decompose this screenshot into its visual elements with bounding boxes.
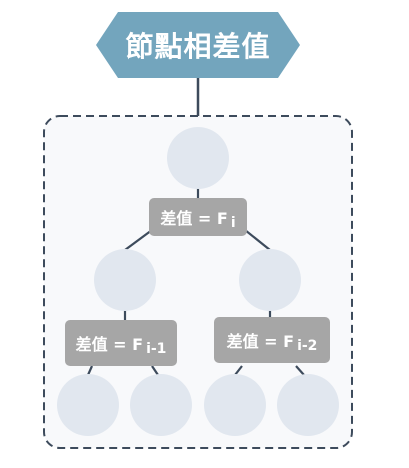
edge-root-left (124, 229, 153, 251)
diff-label-left-text: 差值 = F (75, 335, 144, 354)
edge-left-leaf2 (151, 365, 159, 376)
edge-right-leaf1 (234, 365, 243, 376)
tree-node-left (94, 249, 156, 311)
tree-node-leaf-1 (57, 374, 119, 436)
diff-label-root-subscript: i (230, 215, 236, 231)
diff-label-left: 差值 = F i-1 (65, 320, 177, 366)
diff-label-left-subscript: i-1 (146, 341, 167, 357)
label-box-right (214, 317, 330, 363)
label-box-left (65, 320, 177, 366)
tree-node-right (239, 249, 301, 311)
diff-label-right-text: 差值 = F (226, 332, 295, 351)
tree-node-leaf-2 (130, 374, 192, 436)
diff-label-right-subscript: i-2 (297, 338, 318, 354)
edge-left-leaf1 (86, 365, 94, 376)
tree-node-leaf-3 (204, 374, 266, 436)
label-box-root (149, 198, 247, 236)
edge-right-leaf2 (295, 365, 305, 376)
title-hexagon (96, 12, 300, 78)
page-title: 節點相差值 (125, 30, 271, 63)
diff-label-root-text: 差值 = F (160, 209, 228, 228)
diff-label-root: 差值 = F i (149, 198, 247, 236)
diff-label-right: 差值 = F i-2 (214, 317, 330, 363)
tree-node-leaf-4 (277, 374, 339, 436)
edge-root-right (244, 229, 271, 251)
tree-node-root (167, 127, 229, 189)
